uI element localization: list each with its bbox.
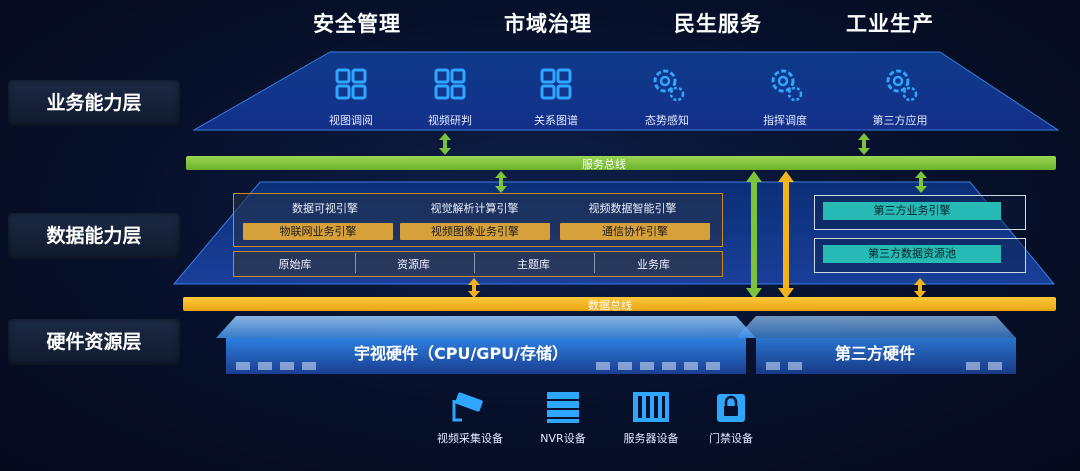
capability-label: 视图调阅 [329, 114, 373, 127]
gear-icon [653, 69, 685, 102]
capability-item[interactable]: 视频研判 [405, 64, 495, 128]
domain-title: 工业生产 [846, 12, 934, 36]
divider [594, 253, 595, 273]
grid-icon [540, 68, 572, 100]
camera-icon [452, 392, 483, 422]
double-arrow-icon [439, 133, 451, 155]
double-arrow-icon [468, 278, 480, 298]
domain-title: 市域治理 [504, 12, 592, 36]
device-label: 服务器设备 [623, 432, 679, 445]
grid-icon [434, 68, 466, 100]
vertical-arrow-icon [746, 171, 762, 299]
capability-label: 关系图谱 [534, 114, 578, 127]
divider [474, 253, 475, 273]
layer-label-data: 数据能力层 [8, 213, 180, 259]
capability-label: 第三方应用 [872, 114, 928, 127]
library-item[interactable]: 业务库 [637, 258, 670, 271]
double-arrow-icon [915, 171, 927, 193]
device-item[interactable]: 门禁设备 [686, 390, 776, 446]
data-bus [183, 297, 1056, 311]
device-item[interactable]: 视频采集设备 [425, 390, 515, 446]
engine-item[interactable]: 视频图像业务引擎 [400, 223, 550, 240]
capability-item[interactable]: 第三方应用 [855, 64, 945, 128]
divider [355, 253, 356, 273]
capability-item[interactable]: 态势感知 [622, 64, 712, 128]
service-bus [186, 156, 1056, 170]
double-arrow-icon [495, 171, 507, 193]
business-platform [192, 51, 1060, 131]
engine-item[interactable]: 视频数据智能引擎 [588, 202, 677, 215]
server-icon [633, 392, 669, 422]
domain-title: 民生服务 [674, 12, 762, 36]
double-arrow-icon [858, 133, 870, 155]
capability-label: 态势感知 [645, 114, 689, 127]
layer-label-business: 业务能力层 [8, 80, 180, 126]
library-item[interactable]: 原始库 [278, 258, 312, 271]
data-bus-label: 数据总线 [588, 299, 632, 312]
service-bus-label: 服务总线 [582, 158, 626, 171]
grid-icon [335, 68, 367, 100]
lock-icon [717, 394, 745, 422]
gear-icon [886, 69, 918, 102]
device-item[interactable]: 服务器设备 [606, 390, 696, 446]
domain-title: 安全管理 [313, 12, 401, 36]
library-item[interactable]: 资源库 [397, 258, 430, 271]
engine-item[interactable]: 视觉解析计算引擎 [430, 202, 519, 215]
third-party-resource[interactable]: 第三方数据资源池 [823, 245, 1001, 263]
nvr-icon [547, 392, 579, 423]
library-group [233, 251, 723, 277]
hardware-main-label: 宇视硬件（CPU/GPU/存储） [354, 344, 569, 363]
layer-label-hardware: 硬件资源层 [8, 319, 180, 365]
device-label: NVR设备 [540, 432, 586, 445]
capability-item[interactable]: 视图调阅 [306, 64, 396, 128]
third-party-engine[interactable]: 第三方业务引擎 [823, 202, 1001, 220]
capability-label: 视频研判 [428, 114, 472, 127]
engine-item[interactable]: 数据可视引擎 [292, 202, 358, 215]
vertical-arrow-icon [778, 171, 794, 299]
capability-item[interactable]: 指挥调度 [740, 64, 830, 128]
hardware-platform [216, 316, 1016, 374]
library-item[interactable]: 主题库 [517, 258, 550, 271]
capability-item[interactable]: 关系图谱 [511, 64, 601, 128]
device-label: 视频采集设备 [437, 432, 503, 445]
double-arrow-icon [914, 278, 926, 298]
hardware-third-label: 第三方硬件 [835, 344, 916, 363]
gear-icon [771, 69, 803, 102]
device-item[interactable]: NVR设备 [518, 390, 608, 446]
capability-label: 指挥调度 [763, 114, 807, 127]
engine-item[interactable]: 物联网业务引擎 [243, 223, 393, 240]
engine-item[interactable]: 通信协作引擎 [560, 223, 710, 240]
device-label: 门禁设备 [709, 432, 753, 445]
